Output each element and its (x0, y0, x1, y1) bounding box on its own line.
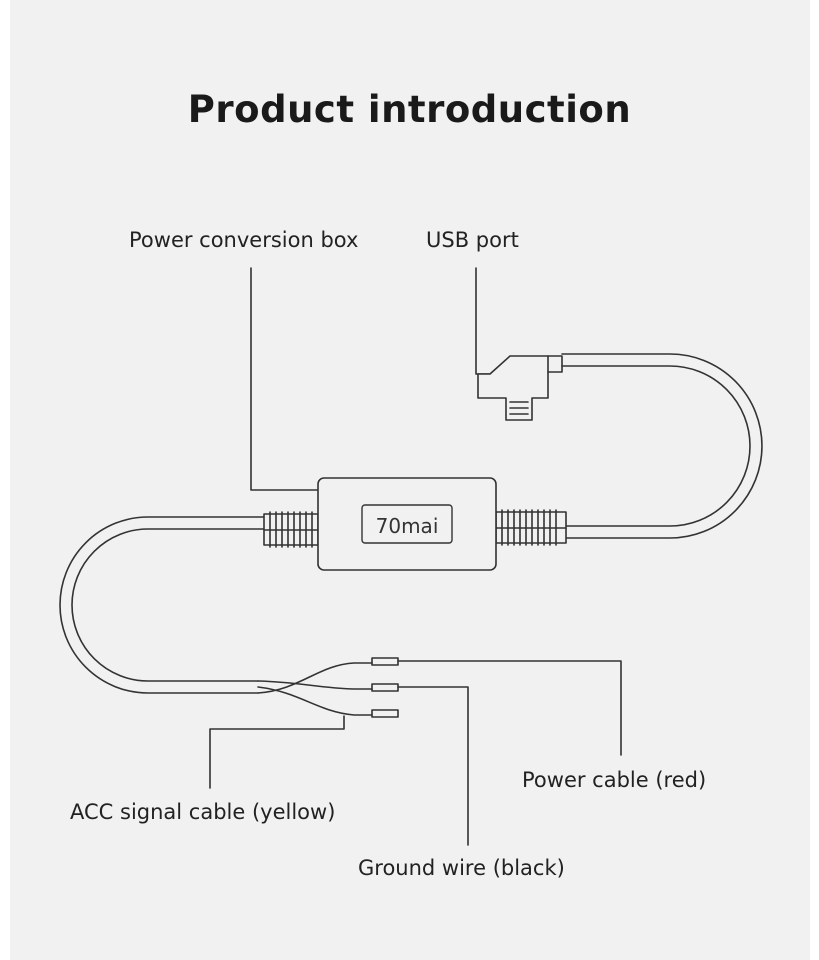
label-power-conversion-box: Power conversion box (129, 228, 359, 252)
right-cable-outer (561, 353, 763, 539)
page-title: Product introduction (187, 88, 632, 131)
leader-acc-cable (209, 715, 345, 789)
label-power-cable: Power cable (red) (522, 768, 707, 792)
brand-logo: 70mai (376, 514, 439, 538)
left-cable-inner (71, 528, 265, 682)
strain-relief-left (263, 511, 319, 548)
label-usb-port: USB port (426, 228, 519, 252)
leader-usb-port (475, 267, 491, 375)
leader-ground-wire (397, 686, 469, 846)
leader-power-cable (397, 660, 622, 756)
wire-split (257, 657, 399, 718)
right-cable-inner (561, 365, 751, 527)
label-ground-wire: Ground wire (black) (358, 856, 565, 880)
left-cable-outer (59, 516, 265, 694)
usb-plug (477, 355, 563, 421)
label-acc-signal-cable: ACC signal cable (yellow) (70, 800, 336, 824)
strain-relief-right (495, 509, 567, 546)
brand-badge (361, 504, 453, 544)
leader-power-conversion-box (250, 267, 319, 491)
